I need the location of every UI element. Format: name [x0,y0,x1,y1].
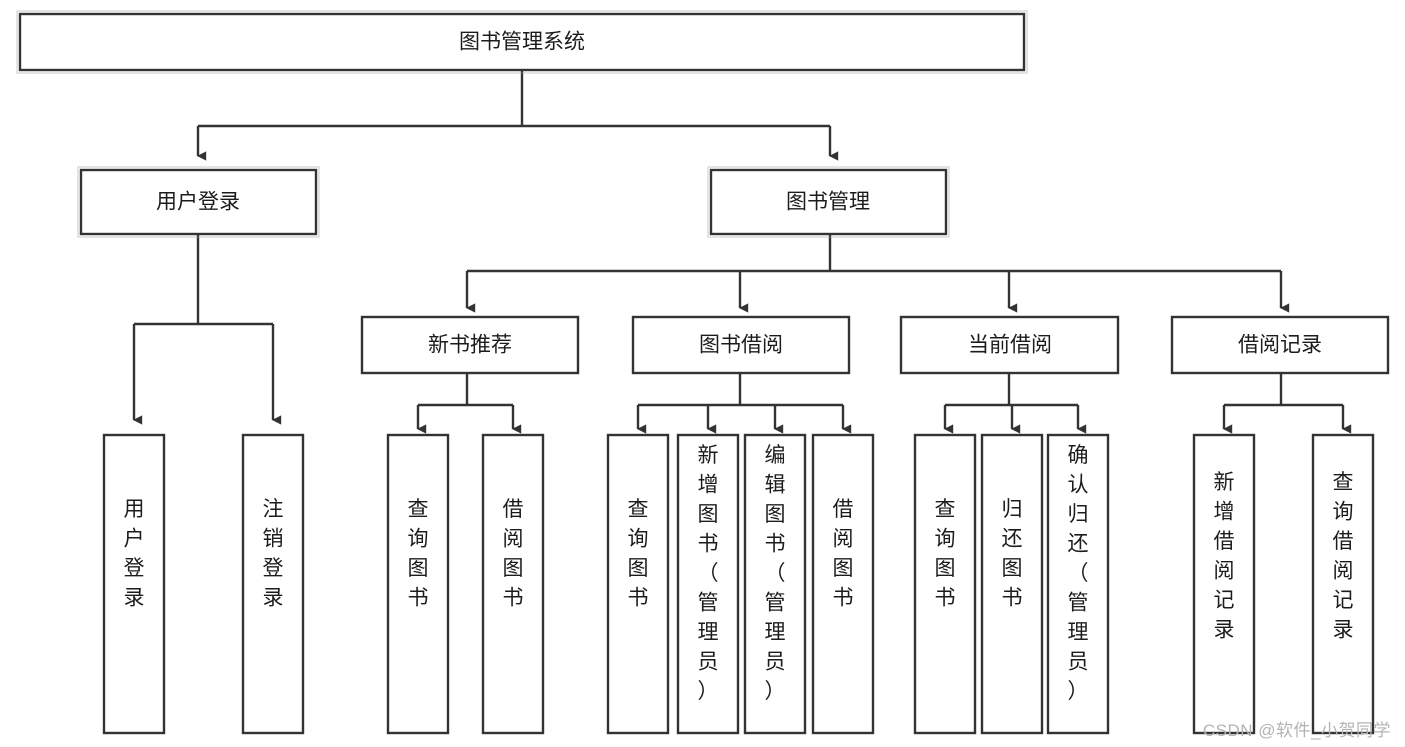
node-leaf-add-record-label: 新增借阅记录 [1214,471,1235,642]
node-leaf-confirm-return[interactable]: 确认归还（管理员） [1046,433,1110,735]
edge-group-current-borrow-to-leaves [943,373,1087,434]
edge-group-borrow-record-to-leaves [1222,373,1352,434]
node-leaf-query-book-2[interactable]: 查询图书 [606,433,670,735]
node-root-label: 图书管理系统 [459,31,585,54]
node-leaf-borrow-book-2[interactable]: 借阅图书 [811,433,875,735]
node-user-login-label: 用户登录 [156,191,240,214]
node-book-manage[interactable]: 图书管理 [707,166,950,238]
node-leaf-add-book-label: 新增图书（管理员） [698,444,719,703]
node-new-book-recommend-label: 新书推荐 [428,334,512,357]
node-leaf-add-record[interactable]: 新增借阅记录 [1192,433,1256,735]
node-book-borrow[interactable]: 图书借阅 [631,315,851,375]
node-leaf-query-book-1-label: 查询图书 [408,498,429,610]
node-new-book-recommend[interactable]: 新书推荐 [360,315,580,375]
node-leaf-user-logout-label: 注销登录 [263,498,284,610]
node-book-borrow-label: 图书借阅 [699,334,783,357]
node-leaf-confirm-return-label: 确认归还（管理员） [1068,444,1089,703]
node-borrow-record[interactable]: 借阅记录 [1170,315,1390,375]
edge-group-new-book-recommend-to-leaves [416,373,522,434]
node-leaf-query-book-3[interactable]: 查询图书 [913,433,977,735]
node-leaf-user-login-label: 用户登录 [124,498,145,610]
node-leaf-return-book[interactable]: 归还图书 [980,433,1044,735]
edge-group-root-to-level2 [196,71,839,161]
node-borrow-record-label: 借阅记录 [1238,334,1322,357]
node-leaf-borrow-book-1[interactable]: 借阅图书 [481,433,545,735]
node-book-manage-label: 图书管理 [786,191,870,214]
edge-group-user-login-to-leaves [132,234,282,425]
node-leaf-return-book-label: 归还图书 [1002,498,1023,610]
edge-group-book-borrow-to-leaves [636,373,852,434]
node-user-login[interactable]: 用户登录 [77,166,320,238]
node-leaf-query-book-3-label: 查询图书 [935,498,956,610]
node-leaf-borrow-book-2-label: 借阅图书 [833,498,854,610]
node-leaf-edit-book-label: 编辑图书（管理员） [765,444,786,703]
edge-group-book-manage-to-level3 [465,234,1290,313]
node-current-borrow[interactable]: 当前借阅 [899,315,1120,375]
node-root[interactable]: 图书管理系统 [16,10,1028,74]
node-leaf-query-book-1[interactable]: 查询图书 [386,433,450,735]
node-leaf-user-login[interactable]: 用户登录 [102,433,166,735]
node-leaf-user-logout[interactable]: 注销登录 [241,433,305,735]
node-current-borrow-label: 当前借阅 [968,334,1052,357]
node-leaf-query-record-label: 查询借阅记录 [1333,471,1354,642]
watermark-text: CSDN @软件_小贺同学 [1202,721,1391,740]
node-leaf-edit-book[interactable]: 编辑图书（管理员） [743,433,807,735]
node-leaf-add-book[interactable]: 新增图书（管理员） [676,433,740,735]
node-leaf-query-book-2-label: 查询图书 [628,498,649,610]
node-leaf-borrow-book-1-label: 借阅图书 [503,498,524,610]
node-leaf-query-record[interactable]: 查询借阅记录 [1311,433,1375,735]
